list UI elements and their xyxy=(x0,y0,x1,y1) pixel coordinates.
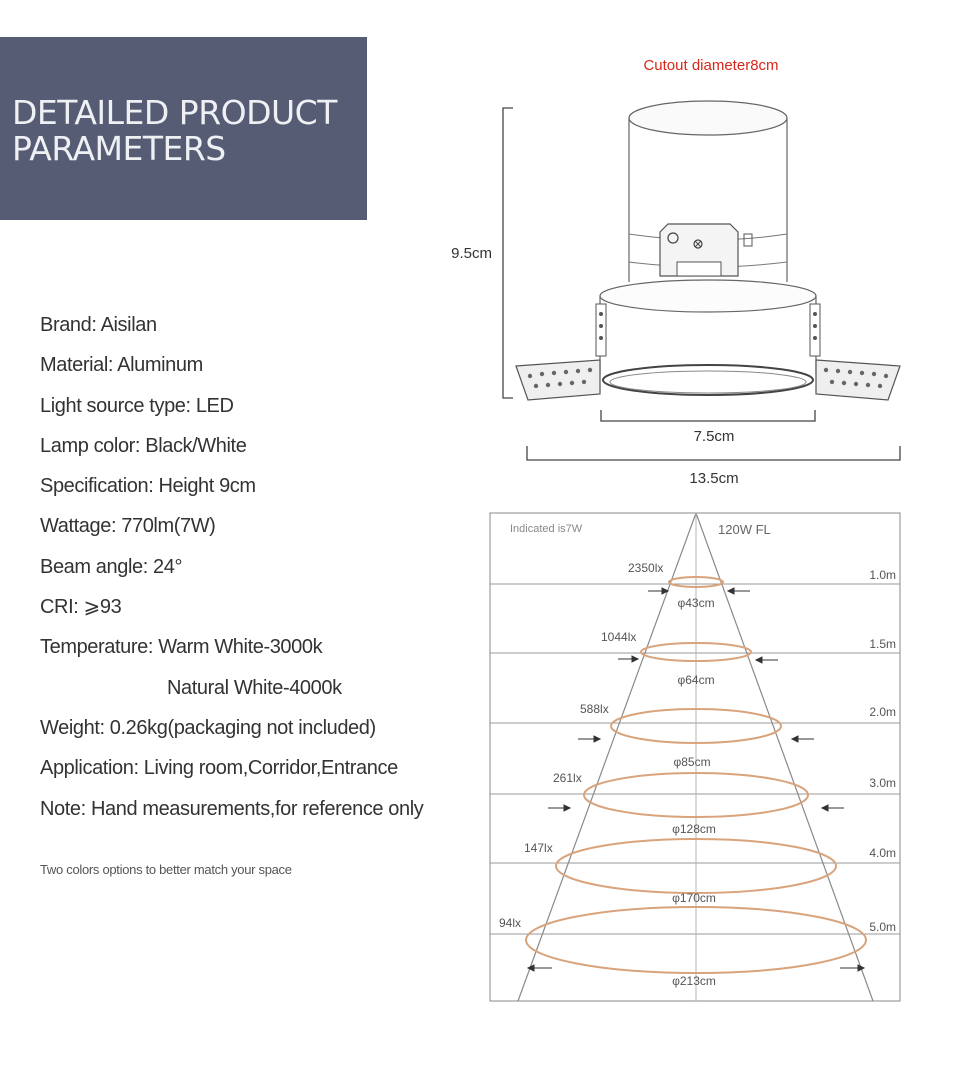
spring-clip-right xyxy=(809,303,821,357)
spec-beam-angle: Beam angle: 24° xyxy=(40,555,183,578)
indicated-label: Indicated is7W xyxy=(510,523,583,535)
title-line-1: DETAILED PRODUCT xyxy=(12,93,337,132)
cutout-label: Cutout diameter8cm xyxy=(643,57,778,74)
distance-label: 5.0m xyxy=(869,920,896,934)
diameter-label: φ43cm xyxy=(677,596,714,610)
lamp-label: 120W FL xyxy=(718,522,771,537)
diameter-label: φ85cm xyxy=(673,755,710,769)
lux-label: 94lx xyxy=(499,916,521,930)
screw-icon xyxy=(693,239,703,249)
beam-cone xyxy=(517,512,874,1002)
terminal-block xyxy=(676,261,722,277)
outer-width-label: 13.5cm xyxy=(689,470,738,487)
beam-ring-4 xyxy=(583,772,809,818)
distance-labels: 1.0m 1.5m 2.0m 3.0m 4.0m 5.0m xyxy=(869,568,896,934)
spec-lamp-color: Lamp color: Black/White xyxy=(40,434,247,457)
spec-temperature: Temperature: Warm White-3000k xyxy=(40,636,323,659)
height-label: 9.5cm xyxy=(451,245,492,262)
header-banner: DETAILED PRODUCT PARAMETERS xyxy=(0,37,367,220)
diameter-label: φ64cm xyxy=(677,673,714,687)
beam-ring-6 xyxy=(525,906,867,974)
plaster-wing-right xyxy=(815,359,901,401)
beam-ring-2 xyxy=(640,642,752,662)
spec-list: Brand: Aisilan Material: Aluminum Light … xyxy=(40,307,424,831)
diameter-arrows xyxy=(526,587,866,972)
page-title: DETAILED PRODUCT PARAMETERS xyxy=(12,95,337,167)
title-line-2: PARAMETERS xyxy=(12,129,226,168)
lamp-opening xyxy=(602,364,814,396)
beam-ring-1 xyxy=(668,576,724,588)
lux-label: 1044lx xyxy=(601,630,636,644)
product-drawing: Cutout diameter8cm 9.5cm xyxy=(451,57,901,487)
beam-ring-3 xyxy=(610,708,782,744)
screw-icon xyxy=(667,232,679,244)
distance-label: 2.0m xyxy=(869,705,896,719)
beam-chart: Indicated is7W 120W FL 2350lx xyxy=(489,512,901,1002)
diameter-label: φ128cm xyxy=(672,822,716,836)
inner-width-label: 7.5cm xyxy=(694,428,735,445)
clip xyxy=(743,233,753,247)
spec-cri: CRI: ⩾93 xyxy=(40,596,122,619)
spring-clip-left xyxy=(595,303,607,357)
diameter-label: φ170cm xyxy=(672,891,716,905)
cylinder-side xyxy=(628,118,788,282)
spec-temperature-natural: Natural White-4000k xyxy=(167,676,342,699)
distance-label: 1.5m xyxy=(869,637,896,651)
diameter-label: φ213cm xyxy=(672,974,716,988)
diameter-labels: φ43cm φ64cm φ85cm φ128cm φ170cm φ213cm xyxy=(672,596,716,988)
cylinder-top xyxy=(628,100,788,136)
spec-light-source: Light source type: LED xyxy=(40,394,234,417)
spec-specification: Specification: Height 9cm xyxy=(40,475,256,498)
lux-label: 588lx xyxy=(580,702,609,716)
plaster-wing-left xyxy=(515,359,601,401)
lux-label: 261lx xyxy=(553,771,582,785)
screw-cross-icon xyxy=(694,240,702,248)
spec-material: Material: Aluminum xyxy=(40,354,203,377)
outer-width-dimension-line xyxy=(526,446,901,461)
housing-top xyxy=(599,279,817,313)
color-options-note: Two colors options to better match your … xyxy=(40,862,292,877)
distance-label: 4.0m xyxy=(869,846,896,860)
beam-chart-rows xyxy=(490,583,900,935)
beam-rings xyxy=(525,576,867,974)
lux-label: 2350lx xyxy=(628,561,663,575)
spec-brand: Brand: Aisilan xyxy=(40,314,157,336)
lux-labels: 2350lx 1044lx 588lx 261lx 147lx 94lx xyxy=(499,561,663,930)
spec-wattage: Wattage: 770lm(7W) xyxy=(40,515,216,538)
beam-ring-5 xyxy=(555,838,837,894)
spec-note: Note: Hand measurements,for reference on… xyxy=(40,797,424,820)
distance-label: 3.0m xyxy=(869,776,896,790)
inner-width-dimension-line xyxy=(600,410,816,422)
height-dimension-line xyxy=(502,107,513,399)
lamp-opening-inner xyxy=(609,370,807,394)
lux-label: 147lx xyxy=(524,841,553,855)
spec-weight: Weight: 0.26kg(packaging not included) xyxy=(40,716,376,739)
spec-application: Application: Living room,Corridor,Entran… xyxy=(40,757,398,780)
distance-label: 1.0m xyxy=(869,568,896,582)
